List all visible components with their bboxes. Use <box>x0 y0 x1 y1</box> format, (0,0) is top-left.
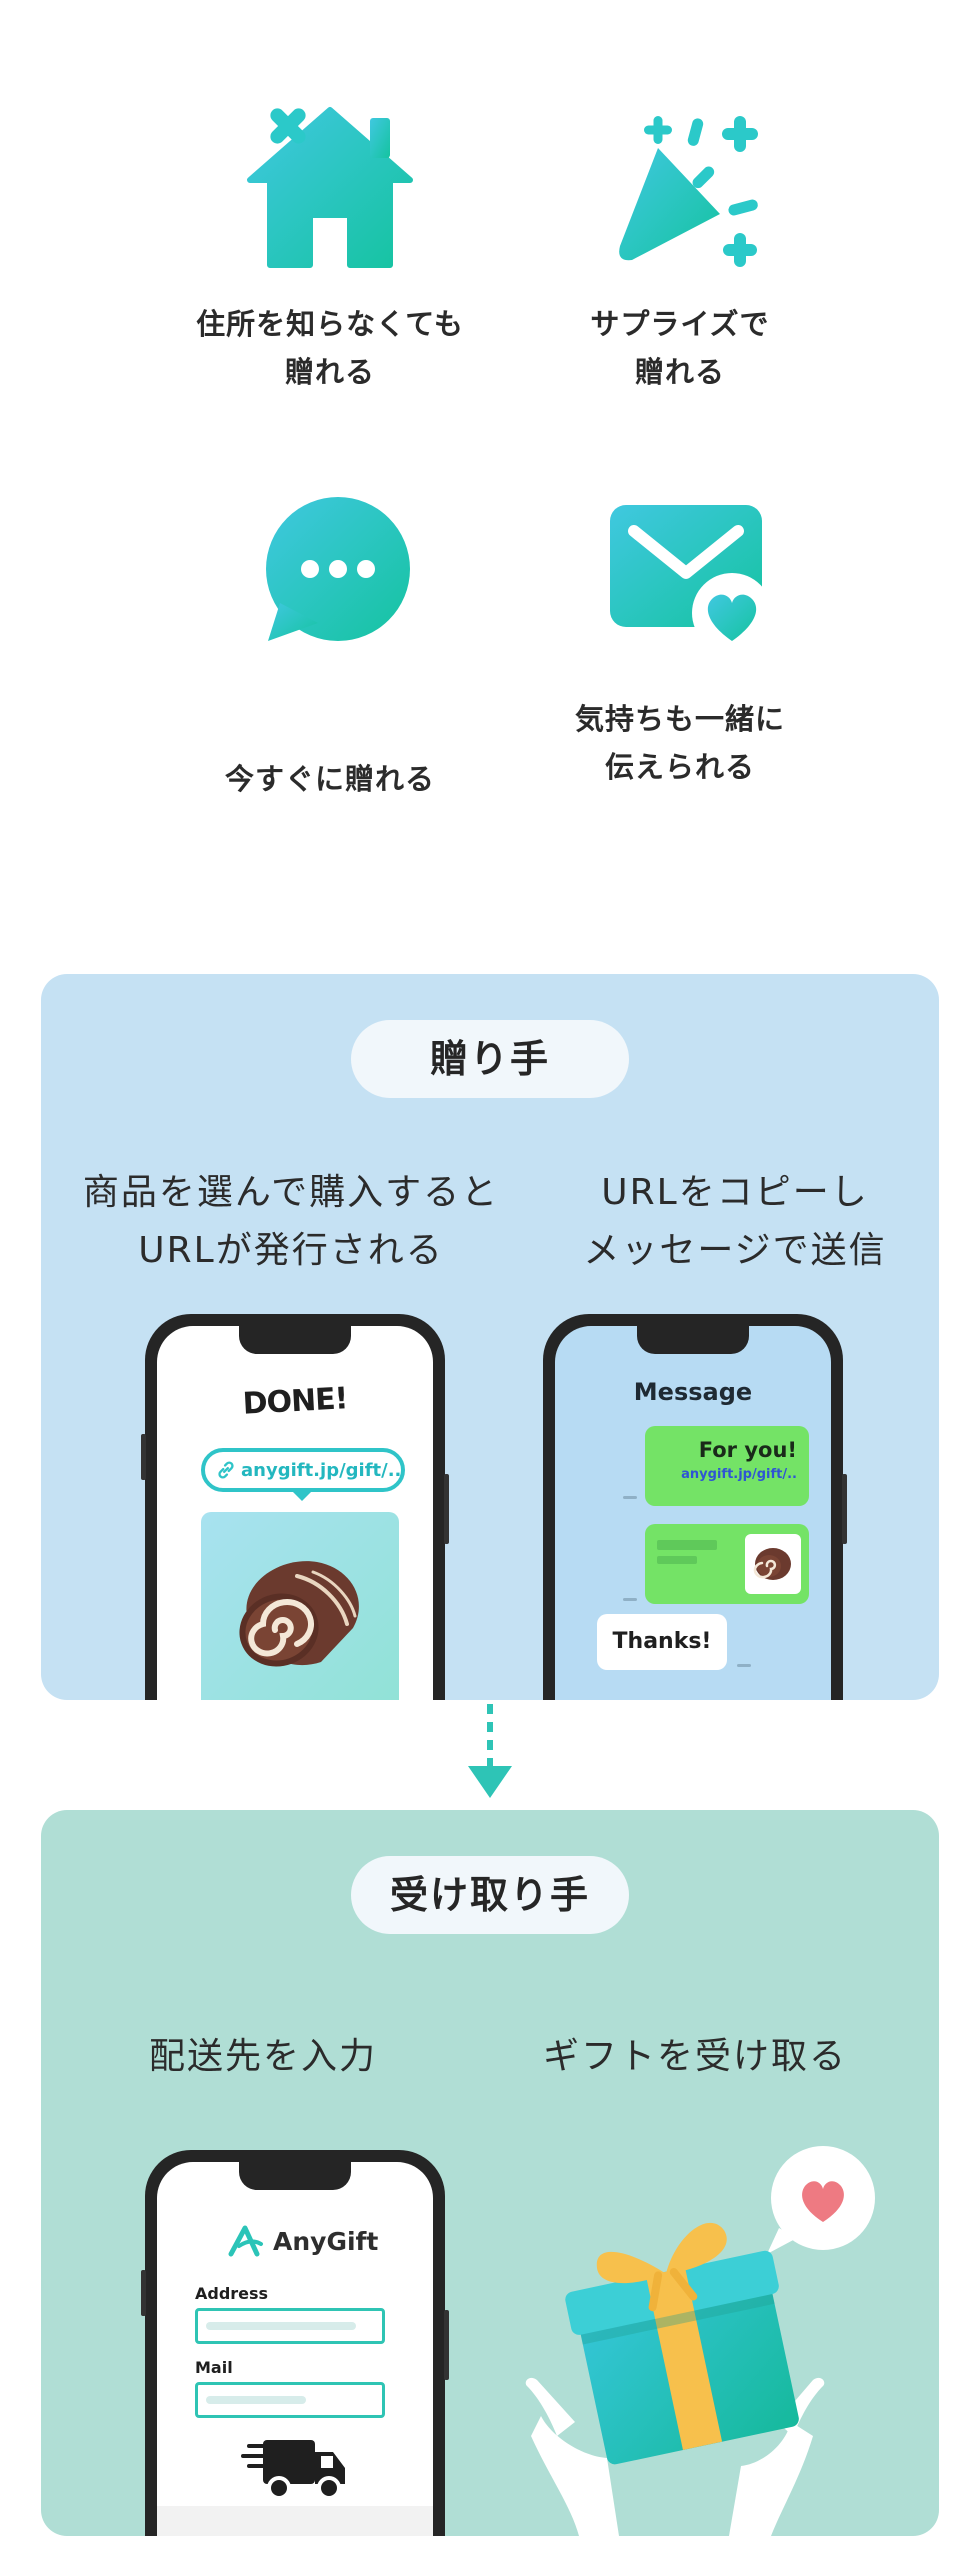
anygift-logo: AnyGift <box>227 2224 378 2258</box>
gift-url-text: anygift.jp/gift/.. <box>241 1459 401 1481</box>
link-icon <box>218 1461 234 1479</box>
bubble-url: anygift.jp/gift/.. <box>681 1467 797 1482</box>
step-text-line: メッセージで送信 <box>583 1230 887 1271</box>
flow-arrow-down-icon <box>468 1704 512 1798</box>
heart-envelope-icon <box>610 505 772 653</box>
mail-label: Mail <box>195 2358 233 2377</box>
done-text: DONE! <box>241 1381 349 1422</box>
step-text-line: ギフトを受け取る <box>542 2036 847 2077</box>
step-text-line: 商品を選んで購入すると <box>82 1172 500 1213</box>
feature-label-line: 住所を知らなくても <box>196 307 464 341</box>
feature-item-message: 気持ちも一緒に 伝えられる <box>500 495 860 791</box>
house-icon <box>247 107 413 268</box>
feature-label-line: 伝えられる <box>604 750 755 784</box>
step-text-line: 配送先を入力 <box>148 2036 377 2077</box>
receiver-step-address: 配送先を入力 <box>113 2028 413 2086</box>
brand-name: AnyGift <box>273 2226 379 2256</box>
feature-item-instant: 今すぐに贈れる <box>150 495 510 803</box>
address-input[interactable] <box>195 2308 385 2344</box>
product-thumbnail <box>745 1534 801 1594</box>
phone-message-app: Message For you! anygift.jp/gift/.. <box>543 1314 847 1700</box>
step-text-line: URLが発行される <box>138 1230 444 1271</box>
feature-label-line: 贈れる <box>284 355 375 389</box>
receiver-title-pill: 受け取り手 <box>351 1856 629 1934</box>
heart-bubble-icon <box>767 2146 875 2254</box>
gift-receive-illustration <box>525 2146 875 2536</box>
phone-address-form: AnyGift Address Mail <box>141 2150 449 2536</box>
sender-panel: 贈り手 商品を選んで購入すると URLが発行される URLをコピーし メッセージ… <box>41 974 939 1700</box>
feature-item-surprise: サプライズで 贈れる <box>500 90 860 396</box>
roll-cake-icon <box>753 1548 791 1580</box>
outgoing-bubble-link[interactable]: For you! anygift.jp/gift/.. <box>645 1426 809 1506</box>
mail-input[interactable] <box>195 2382 385 2418</box>
phone-notch <box>239 1326 351 1354</box>
sender-step-send: URLをコピーし メッセージで送信 <box>535 1164 935 1280</box>
feature-label-line: 贈れる <box>634 355 725 389</box>
feature-label-line: サプライズで <box>590 307 770 341</box>
gift-url-chip[interactable]: anygift.jp/gift/.. <box>201 1448 405 1492</box>
message-header: Message <box>633 1378 753 1406</box>
feature-item-no-address: 住所を知らなくても 贈れる <box>150 90 510 396</box>
feature-label-line: 今すぐに贈れる <box>224 762 435 796</box>
phone-purchase-complete: DONE! anygift.jp/gift/.. <box>141 1314 449 1700</box>
receiver-panel: 受け取り手 配送先を入力 ギフトを受け取る AnyGift Address Ma… <box>41 1810 939 2536</box>
phone-notch <box>239 2162 351 2190</box>
receiver-step-receive: ギフトを受け取る <box>505 2028 885 2086</box>
delivery-truck-icon <box>241 2440 345 2500</box>
roll-cake-icon <box>239 1561 359 1667</box>
address-label: Address <box>195 2284 269 2303</box>
anygift-logo-icon <box>228 2225 263 2257</box>
party-popper-icon <box>619 116 758 267</box>
product-card <box>201 1512 399 1700</box>
sender-step-purchase: 商品を選んで購入すると URLが発行される <box>41 1164 541 1280</box>
step-text-line: URLをコピーし <box>601 1172 869 1213</box>
outgoing-bubble-product[interactable] <box>645 1524 809 1604</box>
reply-text: Thanks! <box>612 1629 712 1654</box>
incoming-bubble-thanks[interactable]: Thanks! <box>597 1614 727 1670</box>
sender-title-pill: 贈り手 <box>351 1020 629 1098</box>
bubble-title: For you! <box>698 1438 797 1462</box>
chat-bubble-icon <box>266 497 410 641</box>
feature-label-line: 気持ちも一緒に <box>574 702 785 736</box>
phone-notch <box>637 1326 749 1354</box>
